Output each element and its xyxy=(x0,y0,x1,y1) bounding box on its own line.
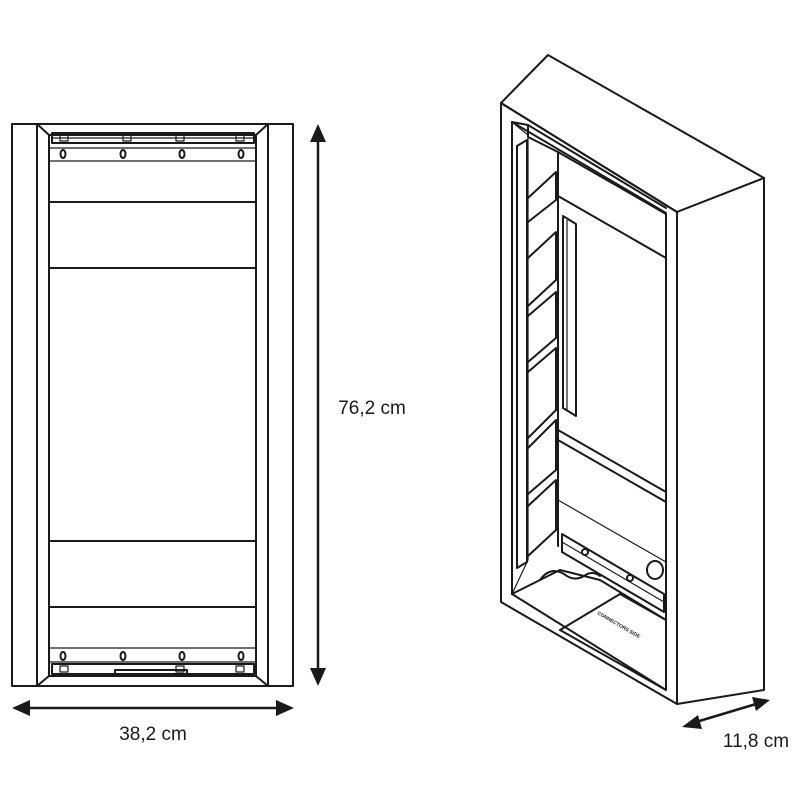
side-brackets xyxy=(527,171,557,557)
top-screws xyxy=(59,149,245,159)
arrowhead xyxy=(310,668,326,686)
interior-divider xyxy=(557,195,667,259)
box-side-face xyxy=(676,177,765,705)
cable-port xyxy=(646,560,664,580)
front-outer-frame xyxy=(11,123,294,687)
interior-divider xyxy=(557,429,667,493)
height-dimension: 76,2 cm xyxy=(310,124,406,686)
depth-label: 11,8 cm xyxy=(723,731,789,752)
arrowhead xyxy=(12,700,30,716)
front-view xyxy=(11,123,294,687)
front-inner-opening xyxy=(48,134,257,677)
box-opening xyxy=(511,121,667,691)
arrowhead xyxy=(310,124,326,142)
arrowhead xyxy=(682,715,702,729)
bottom-screws xyxy=(59,651,245,661)
left-bevel xyxy=(36,123,50,687)
width-dimension: 38,2 cm xyxy=(12,700,294,745)
perspective-view: CONNECTORS SIDE xyxy=(500,54,765,705)
height-label: 76,2 cm xyxy=(338,398,406,419)
cable-cutout xyxy=(539,570,601,581)
right-bevel xyxy=(255,123,269,687)
connector-rail xyxy=(561,533,665,613)
arrowhead xyxy=(752,697,770,711)
width-label: 38,2 cm xyxy=(119,724,187,745)
interior-divider xyxy=(557,439,667,503)
box-front-face xyxy=(500,102,678,705)
connectors-side-marking: CONNECTORS SIDE xyxy=(596,611,642,641)
bottom-rail xyxy=(51,663,255,675)
interior-handle xyxy=(562,215,577,417)
left-inner-wall xyxy=(511,121,529,595)
arrowhead xyxy=(276,700,294,716)
box-floor xyxy=(511,569,667,621)
bottom-tab xyxy=(114,669,188,677)
depth-dimension: 11,8 cm xyxy=(682,697,789,752)
